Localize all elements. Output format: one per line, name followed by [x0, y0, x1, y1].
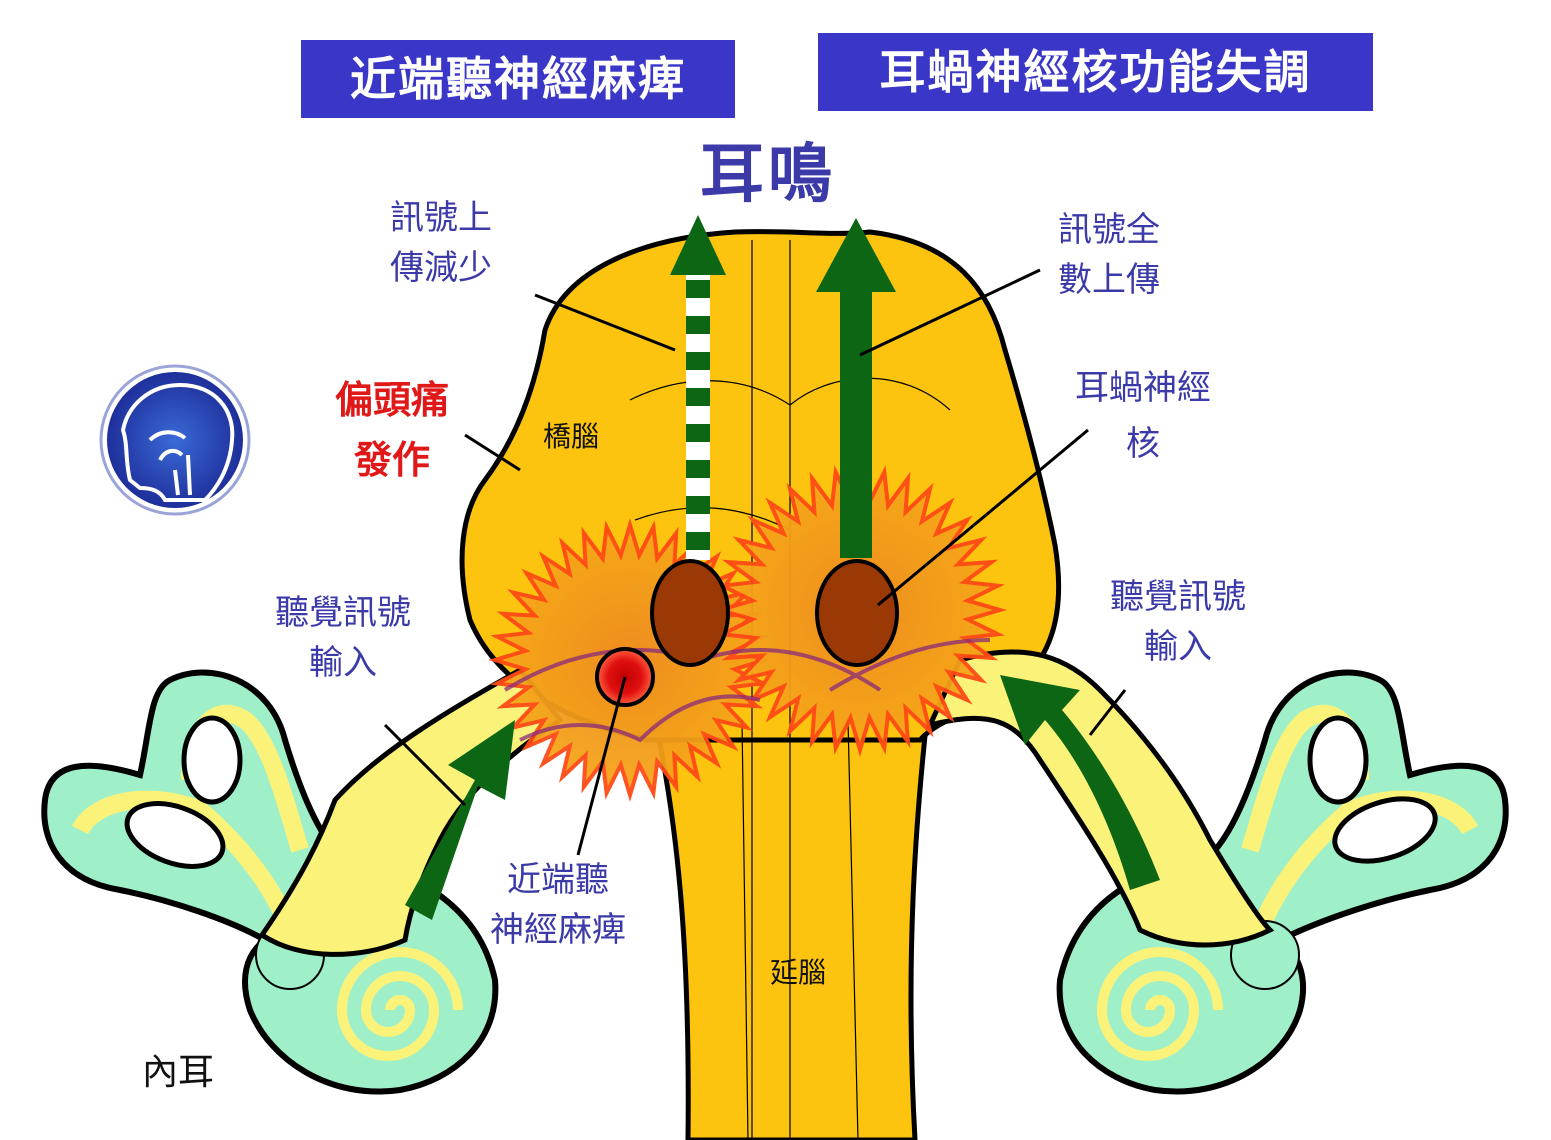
- dash-segment: [686, 280, 710, 298]
- dash-segment: [686, 496, 710, 514]
- proximal-nerve-palsy-line-2: 神經麻痺: [490, 910, 626, 950]
- dash-segment: [686, 316, 710, 334]
- auditory-input-left-label: 聽覺訊號 輸入: [275, 588, 411, 688]
- signal-reduced-label: 訊號上 傳減少: [390, 193, 492, 293]
- left-input-arrow: [405, 720, 515, 920]
- cochlear-nucleus-label: 耳蝸神經 核: [1075, 360, 1211, 472]
- medulla-label: 延腦: [770, 956, 827, 989]
- medulla-shape: [644, 687, 933, 1140]
- signal-full-line-1: 訊號全: [1058, 210, 1160, 250]
- cochlear-nucleus-line-1: 耳蝸神經: [1075, 368, 1211, 408]
- title-cochlear-nucleus-dysfunction: 耳蝸神經核功能失調: [818, 33, 1373, 111]
- auditory-input-right-line-1: 聽覺訊號: [1110, 577, 1246, 617]
- tinnitus-label: 耳鳴: [700, 137, 836, 212]
- right-input-arrow: [1000, 675, 1160, 890]
- pons-label: 橋腦: [543, 420, 600, 453]
- right-cochlear-nucleus: [815, 559, 899, 667]
- auditory-input-right-label: 聽覺訊號 輸入: [1110, 572, 1246, 672]
- cochlear-nucleus-line-2: 核: [1126, 424, 1160, 464]
- migraine-line-2: 發作: [354, 437, 431, 482]
- dash-segment: [686, 424, 710, 442]
- signal-reduced-line-2: 傳減少: [390, 248, 492, 288]
- proximal-nerve-palsy-label: 近端聽 神經麻痺: [490, 855, 626, 955]
- dash-segment: [686, 460, 710, 478]
- auditory-input-right-line-2: 輸入: [1144, 627, 1212, 667]
- dash-segment: [686, 388, 710, 406]
- dash-segment: [686, 352, 710, 370]
- signal-reduced-arrow: [670, 215, 726, 560]
- dash-segment: [686, 532, 710, 550]
- right-inner-ear: [1056, 669, 1509, 1095]
- title-proximal-nerve-palsy: 近端聽神經麻痺: [301, 40, 735, 118]
- auditory-input-left-line-2: 輸入: [309, 643, 377, 683]
- auditory-input-left-line-1: 聽覺訊號: [275, 593, 411, 633]
- signal-reduced-line-1: 訊號上: [390, 198, 492, 238]
- signal-full-arrow: [816, 218, 896, 558]
- signal-full-label: 訊號全 數上傳: [1058, 205, 1160, 305]
- migraine-line-1: 偏頭痛: [335, 377, 450, 422]
- migraine-label: 偏頭痛 發作: [335, 370, 449, 490]
- proximal-nerve-palsy-line-1: 近端聽: [507, 860, 609, 900]
- inner-ear-label: 內耳: [142, 1052, 215, 1093]
- leader-lines: [383, 268, 1127, 856]
- signal-full-line-2: 數上傳: [1058, 260, 1160, 300]
- left-cochlear-nucleus: [650, 559, 730, 667]
- head-profile-logo-icon: [99, 364, 251, 516]
